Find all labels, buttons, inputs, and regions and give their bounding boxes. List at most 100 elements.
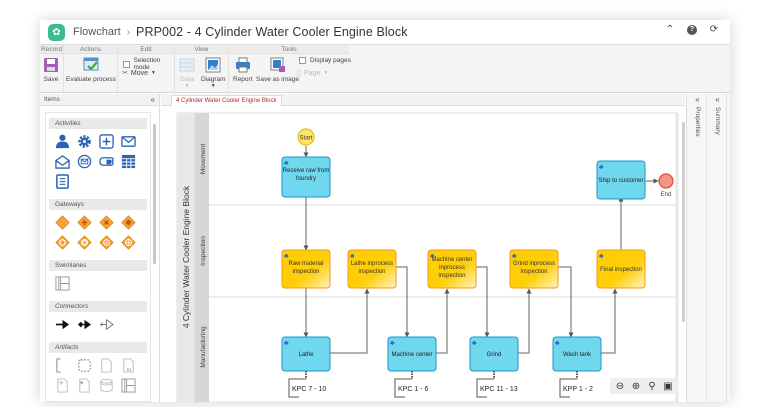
flow-latheip-machine[interactable] [396,266,410,338]
page-dropdown[interactable]: ▯Page▼ [297,69,329,78]
annotation-grind[interactable]: KPC 11 - 13 [480,386,518,393]
document-tab[interactable]: 4 Cylinder Water Cooler Engine Block [171,95,282,106]
items-palette: Activities Gateways [45,112,151,402]
zoom-in-icon[interactable]: ⊕ [631,380,641,392]
task-final-inspection[interactable]: Final inspection ♣ [596,249,646,289]
event-based-gateway-icon[interactable] [98,234,115,251]
diagram-canvas[interactable]: 4 Cylinder Water Cooler Engine Block Mov… [161,107,685,403]
inclusive-gateway-icon[interactable] [54,234,71,251]
properties-panel-collapsed[interactable]: « Properties [689,94,707,402]
receive-task-icon[interactable] [54,153,71,170]
flow-machine-machineip[interactable] [436,288,450,354]
annotation-wash[interactable]: KPP 1 - 2 [563,386,593,393]
data-output-icon[interactable] [76,377,93,394]
complex-gateway-icon[interactable] [120,214,137,231]
expand-summary-button[interactable]: « [715,95,720,104]
zoom-out-icon[interactable]: ⊖ [615,380,625,392]
lathe-ip-line1: Lathe inprocess [351,261,393,267]
swimlane-icon[interactable] [54,275,71,292]
group-label-edit: Edit [118,45,174,54]
page-caret-icon: ▼ [323,70,329,76]
zoom-toolbar: ⊖ ⊕ ⚲ ▣ [610,378,678,394]
script-task-icon[interactable] [54,173,71,190]
diagram-button[interactable]: Diagram ▼ [201,57,226,89]
section-swimlanes[interactable]: Swimlanes [49,260,147,271]
annotation-machine[interactable]: KPC 1 - 6 [398,386,428,393]
section-activities[interactable]: Activities [49,118,147,129]
task-grind[interactable]: Grind ♣ [469,336,519,372]
task-wash-tank[interactable]: Wash tank ♣ [552,336,602,372]
start-event[interactable] [297,128,315,146]
items-scrollbar[interactable] [153,124,156,264]
raw-line2: inspection [292,269,319,275]
business-rule-task-icon[interactable] [120,153,137,170]
report-button[interactable]: Report [233,57,253,83]
group-icon[interactable] [76,357,93,374]
lane-artifact-icon[interactable] [120,377,137,394]
exclusive-x-gateway-icon[interactable] [98,214,115,231]
data-button[interactable]: Data ▼ [179,57,195,89]
section-gateways[interactable]: Gateways [49,199,147,210]
data-store-icon[interactable] [98,377,115,394]
collapse-items-button[interactable]: « [150,95,155,104]
flow-wash-final[interactable] [601,288,618,354]
data-object-icon[interactable] [98,357,115,374]
flow-machineip-grind[interactable] [476,266,490,338]
flow-grindip-wash[interactable] [558,266,574,338]
subprocess-icon[interactable] [98,133,115,150]
conditional-flow-icon[interactable] [76,316,93,333]
end-event[interactable] [658,173,674,189]
section-connectors[interactable]: Connectors [49,301,147,312]
text-annotation-icon[interactable] [54,357,71,374]
move-dropdown[interactable]: ✂Move▼ [122,69,156,78]
service-task-icon[interactable] [76,133,93,150]
save-button[interactable]: Save [43,57,59,83]
task-ship-customer[interactable]: Ship to customer ♣ [596,160,646,200]
sequence-flow-icon[interactable] [54,316,71,333]
collapse-up-icon[interactable]: ⌃ [665,24,675,35]
user-icon: ♣ [284,340,289,347]
display-pages-checkbox[interactable]: Display pages [299,57,351,64]
task-lathe[interactable]: Lathe ♣ [281,336,331,372]
flow-lathe-latheip[interactable] [330,288,370,354]
data-input-icon[interactable] [54,377,71,394]
event-gateway-icon[interactable] [76,234,93,251]
annotation-lathe[interactable]: KPC 7 - 10 [292,386,326,393]
selection-mode-checkbox[interactable]: Selection mode [123,57,174,71]
parallel-gateway-icon[interactable] [76,214,93,231]
start-label: Start [300,136,313,142]
page-icon: ▯ [297,70,301,77]
expand-properties-button[interactable]: « [695,95,700,104]
message-flow-icon[interactable] [98,316,115,333]
evaluate-process-button[interactable]: Evaluate process [66,57,116,83]
wash-label: Wash tank [563,352,592,358]
manual-task-icon[interactable] [98,153,115,170]
user-task-icon[interactable] [54,133,71,150]
parallel-event-gateway-icon[interactable] [120,234,137,251]
message-event-icon[interactable] [76,153,93,170]
save-as-image-button[interactable]: Save as image [256,57,299,83]
zoom-fit-icon[interactable]: ⚲ [648,380,656,392]
group-label-view: View [175,45,228,54]
items-panel: Items « Activities Gateways [40,94,160,402]
exclusive-gateway-icon[interactable] [54,214,71,231]
summary-panel-collapsed[interactable]: « Summary [709,94,727,402]
export-icon[interactable]: ▣ [663,380,673,392]
flow-grind-grindip[interactable] [518,288,532,354]
send-task-icon[interactable] [120,133,137,150]
flowchart-logo-icon: ✿ [48,23,65,41]
data-label: Data [180,76,194,83]
refresh-icon[interactable]: ⟳ [709,24,719,35]
data-collection-icon[interactable] [120,357,137,374]
canvas-scrollbar[interactable] [682,122,685,322]
task-machine-center[interactable]: Machine center ♣ [387,336,437,372]
breadcrumb-root[interactable]: Flowchart [73,26,121,38]
evaluate-icon [83,57,99,71]
help-icon[interactable]: ? [687,24,697,35]
section-artifacts[interactable]: Artifacts [49,342,147,353]
